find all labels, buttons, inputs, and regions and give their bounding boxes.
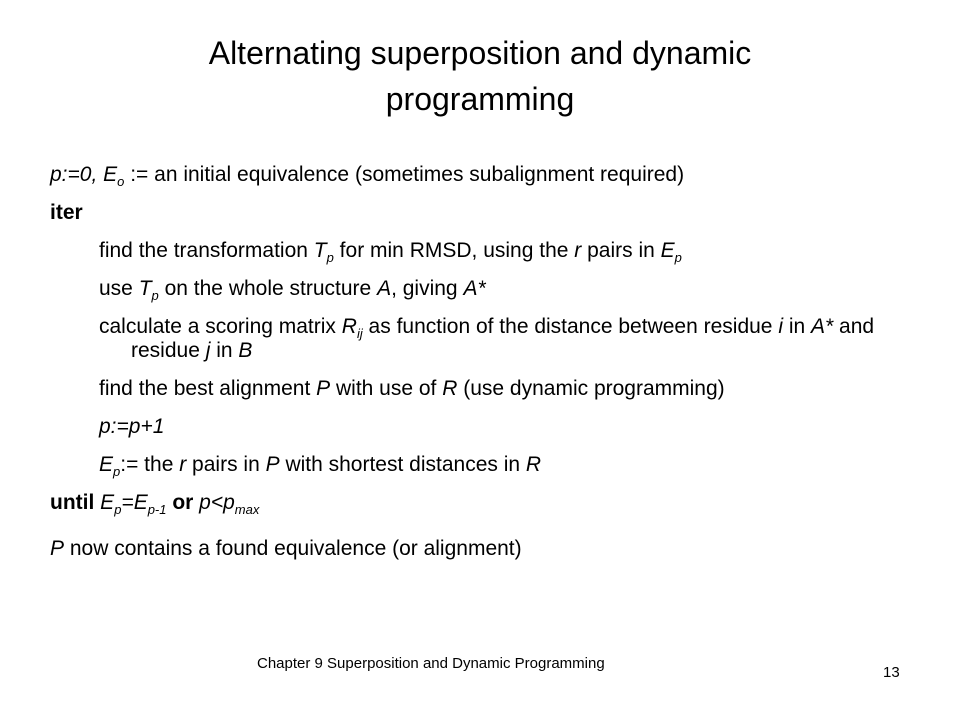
line-best-alignment: find the best alignment P with use of R … (99, 377, 725, 400)
line-increment: p:=p+1 (99, 415, 165, 438)
title-line-2: programming (385, 81, 575, 117)
line-init: p:=0, Eo := an initial equivalence (some… (50, 163, 685, 189)
title-line-1: Alternating superposition and dynamic (208, 35, 752, 71)
page-number: 13 (883, 664, 900, 681)
line-iter: iter (50, 201, 83, 224)
line-scoring-matrix: calculate a scoring matrix Rij as functi… (99, 315, 875, 362)
line-pairs: Ep:= the r pairs in P with shortest dist… (99, 453, 542, 479)
slide-title: Alternating superposition and dynamic pr… (60, 30, 900, 122)
algorithm-body: p:=0, Eo := an initial equivalence (some… (50, 163, 930, 561)
slide-footer: Chapter 9 Superposition and Dynamic Prog… (257, 655, 605, 672)
line-result: P now contains a found equivalence (or a… (50, 537, 522, 560)
line-find-transform: find the transformation Tp for min RMSD,… (99, 239, 682, 265)
line-use-transform: use Tp on the whole structure A, giving … (99, 277, 486, 303)
line-until: until Ep=Ep-1 or p<pmax (50, 491, 260, 517)
